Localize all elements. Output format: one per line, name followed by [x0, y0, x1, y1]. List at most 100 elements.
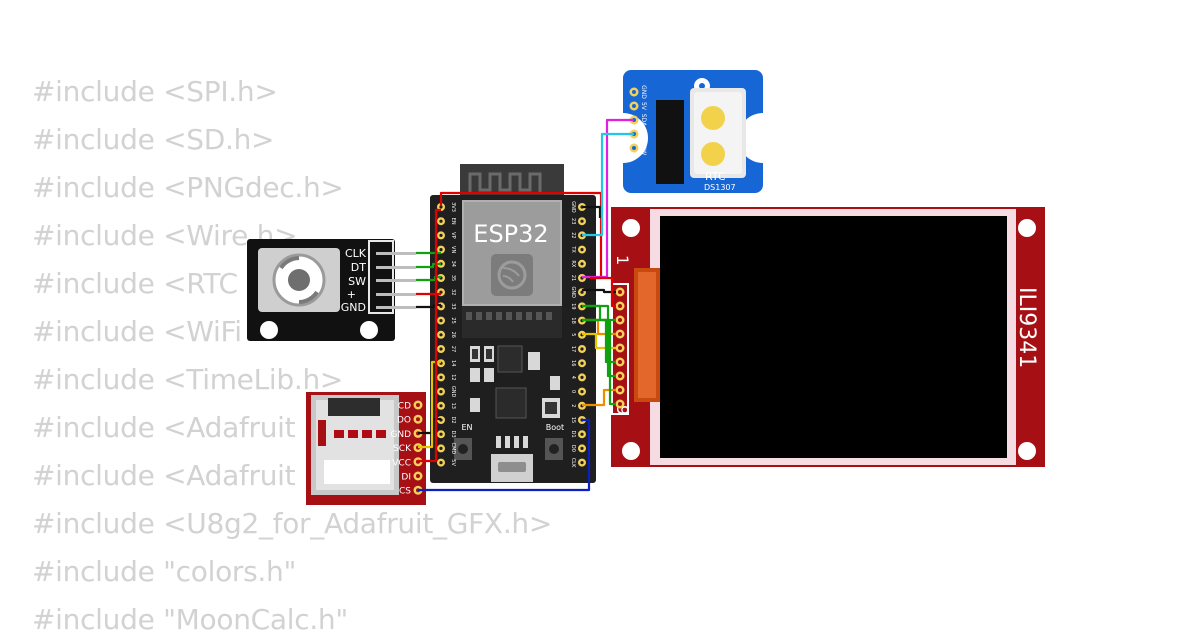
encoder-pin-vcc: +	[347, 288, 356, 301]
sd-pin-label: GND	[390, 430, 411, 440]
wire-tft-gnd[interactable]	[582, 288, 616, 294]
wire-gnd-rtc[interactable]	[582, 205, 602, 218]
rtc-pin-label: SCL	[640, 128, 647, 140]
esp32-pin-label: 5	[570, 333, 576, 336]
rtc-label: RTC	[705, 170, 726, 183]
sd-pin-label: VCC	[392, 458, 411, 468]
wire-tft-miso[interactable]	[582, 318, 616, 406]
esp32-pin-label: D3	[450, 431, 456, 438]
mounting-hole	[622, 442, 640, 460]
esp32-pin-label: GND	[570, 286, 576, 298]
esp32-pin-label: 12	[450, 374, 456, 380]
code-line: #include <Adafruit	[32, 459, 296, 492]
esp32-pin-label: GND	[570, 201, 576, 213]
display-header	[615, 287, 625, 409]
esp32-pin-label: 15	[570, 417, 576, 423]
code-line: #include <TimeLib.h>	[32, 363, 344, 396]
esp32-pin-label: VN	[450, 246, 456, 253]
esp32-title: ESP32	[473, 220, 548, 248]
esp32-pin-label: 25	[450, 317, 456, 323]
sd-pin-labels: CD DO GND SCK VCC DI CS	[390, 402, 412, 497]
rotary-encoder-module[interactable]: CLK DT SW + GND	[247, 239, 416, 341]
esp32-pin-label: 4	[570, 376, 576, 379]
code-line: #include <RTC	[32, 267, 238, 300]
esp32-pin-label: GND	[450, 386, 456, 398]
sd-card-module[interactable]: CD DO GND SCK VCC DI CS	[306, 392, 426, 505]
circuit-diagram: CLK DT SW + GND ESP32	[247, 70, 1045, 505]
display-pin-first-label: 1	[613, 255, 632, 265]
rtc-pin-label: GND	[640, 85, 647, 99]
wire-connections[interactable]	[416, 118, 634, 492]
en-label: EN	[461, 423, 472, 432]
code-background: #include <SPI.h> #include <SD.h> #includ…	[32, 68, 552, 644]
mounting-hole	[1018, 219, 1036, 237]
esp32-pin-label: 2	[570, 404, 576, 407]
esp32-pin-label: 0	[570, 390, 576, 393]
esp32-pin-label: D2	[450, 416, 456, 423]
esp32-pin-label: VP	[450, 232, 456, 238]
esp32-pin-label: 32	[450, 289, 456, 295]
esp32-pin-label: 34	[450, 261, 456, 267]
mounting-hole	[360, 321, 378, 339]
esp32-pin-label: 3V3	[450, 202, 456, 212]
code-line: #include "colors.h"	[32, 555, 297, 588]
boot-label: Boot	[546, 423, 564, 432]
code-line: #include <SPI.h>	[32, 75, 278, 108]
encoder-pin-clk: CLK	[345, 247, 367, 260]
esp32-pin-label: 21	[570, 275, 576, 281]
battery-contact-icon	[701, 106, 725, 130]
esp32-pin-label: CMD	[450, 443, 456, 455]
esp32-pin-label: 18	[570, 317, 576, 323]
ili9341-display[interactable]: ILI9341 1 9	[611, 207, 1045, 467]
code-line: #include <PNGdec.h>	[32, 171, 344, 204]
rtc-pin-label: SQW	[640, 141, 647, 156]
mounting-hole	[1018, 442, 1036, 460]
esp32-pin-label: 17	[570, 346, 576, 352]
esp32-pin-label: 19	[570, 303, 576, 309]
encoder-pin-gnd: GND	[341, 301, 366, 314]
sd-pin-label: DO	[397, 416, 411, 426]
esp32-pin-label: 13	[450, 403, 456, 409]
code-line: #include <WiFi	[32, 315, 242, 348]
display-screen	[660, 216, 1007, 458]
rtc-pin-label: SDA	[640, 114, 647, 127]
esp32-pin-label: 16	[570, 360, 576, 366]
esp32-left-pin-labels: 3V3ENVPVN343532332526271412GND13D2D3CMD5…	[450, 202, 456, 466]
esp32-pin-label: D1	[570, 431, 576, 438]
sd-pin-label: SCK	[393, 444, 412, 454]
rtc-chip-label: DS1307	[704, 183, 736, 192]
esp32-left-header	[437, 203, 445, 467]
esp32-pin-label: 23	[570, 218, 576, 224]
esp32-pin-label: RX	[570, 260, 576, 267]
wire-tft-vcc[interactable]	[590, 276, 616, 308]
encoder-pin-sw: SW	[348, 275, 366, 288]
sd-pin-label: CD	[398, 402, 411, 412]
sd-pin-label: CS	[399, 487, 411, 497]
mounting-hole	[622, 219, 640, 237]
wire-sd-cs[interactable]	[418, 418, 591, 492]
esp32-pin-label: TX	[570, 245, 576, 253]
wire-scl[interactable]	[582, 132, 634, 237]
esp32-pin-label: 33	[450, 303, 456, 309]
espressif-logo-icon	[497, 260, 527, 290]
esp32-pin-label: D0	[570, 445, 576, 452]
battery-contact-icon	[701, 142, 725, 166]
wire-tft-sck[interactable]	[582, 304, 616, 378]
esp32-pin-label: 26	[450, 332, 456, 338]
display-pin-last-label: 9	[613, 405, 632, 415]
wire-encoder-gnd[interactable]	[416, 303, 441, 309]
display-model-label: ILI9341	[1014, 287, 1039, 368]
esp32-devkit[interactable]: ESP32 EN Boot	[430, 164, 596, 483]
sd-pin-label: DI	[401, 473, 411, 483]
mounting-hole	[260, 321, 278, 339]
code-line: #include <Adafruit	[32, 411, 296, 444]
code-line: #include <SD.h>	[32, 123, 275, 156]
encoder-pin-dt: DT	[351, 261, 366, 274]
esp32-pin-label: 35	[450, 275, 456, 281]
rtc-pin-label: 5V	[640, 102, 647, 111]
esp32-pin-label: 14	[450, 360, 456, 366]
wire-sd-vcc[interactable]	[418, 208, 441, 463]
